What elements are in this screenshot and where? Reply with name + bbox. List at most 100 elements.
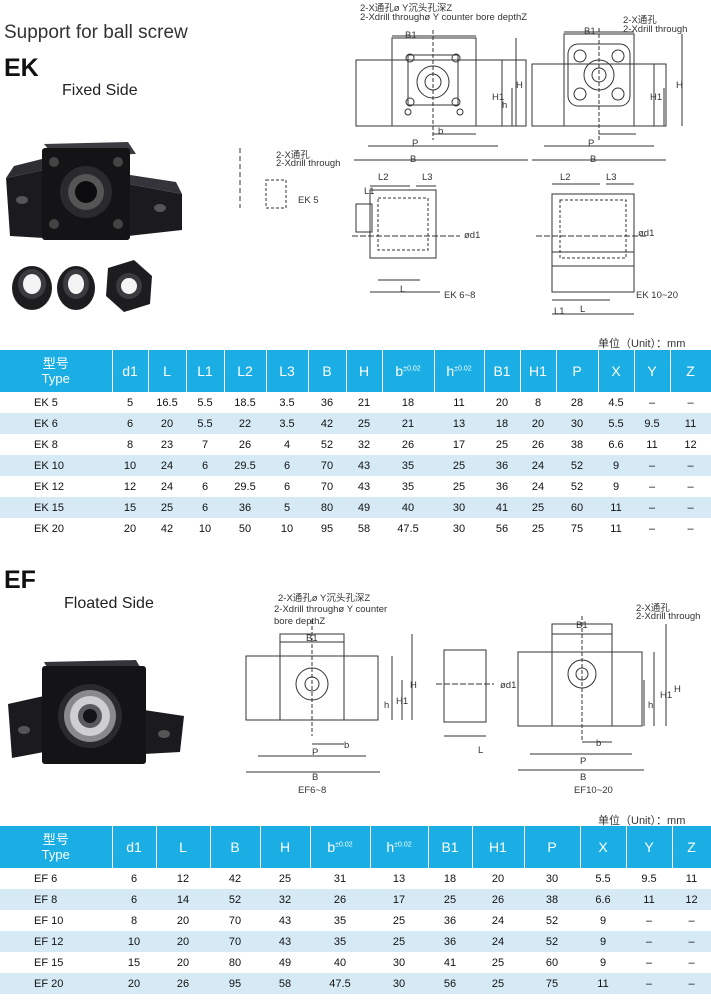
ef-col-l: L: [156, 826, 211, 868]
ef-table-cell: 15: [112, 952, 156, 973]
ef-table-cell: –: [626, 952, 672, 973]
ef-table-cell: 60: [524, 952, 580, 973]
ek-table-cell: –: [670, 518, 711, 539]
ek-table-cell: 3.5: [266, 413, 308, 434]
ek68-label: EK 6~8: [444, 290, 476, 301]
ek-table-cell: –: [634, 518, 670, 539]
ek-table-cell: 25: [434, 476, 484, 497]
ef-table-cell: 32: [260, 889, 310, 910]
ek-table-cell: 56: [484, 518, 520, 539]
ef-table-cell: 75: [524, 973, 580, 994]
ek-table-cell: 24: [520, 455, 556, 476]
ef-table-cell: 9: [580, 952, 626, 973]
ek-table-cell: 50: [224, 518, 266, 539]
ek-dim-l3-2: L3: [606, 172, 617, 183]
ek-table-cell: 42: [148, 518, 186, 539]
ef-table-cell: 26: [310, 889, 370, 910]
ef-col-b-tol: b±0.02: [310, 826, 371, 868]
ek-table-cell: –: [670, 476, 711, 497]
ek-table-cell: EK 10: [0, 455, 112, 476]
ef68-front-view: [245, 620, 413, 773]
ek-dim-b-2: B: [590, 154, 597, 165]
ef-table-cell: EF 8: [0, 889, 112, 910]
ef-dim-b1-2: B1: [576, 620, 588, 631]
ek-table-cell: 20: [520, 413, 556, 434]
ef-table-cell: EF 20: [0, 973, 112, 994]
ef-table-cell: 20: [156, 952, 210, 973]
ek5-hole-en-label: 2-Xdrill through: [276, 158, 341, 169]
ek-col-z: Z: [670, 350, 711, 392]
ek-technical-drawing: [239, 28, 683, 315]
ek-table-cell: 18: [484, 413, 520, 434]
ek-table-cell: EK 5: [0, 392, 112, 413]
ek-table-cell: 11: [634, 434, 670, 455]
ef-table-cell: 5.5: [580, 868, 626, 889]
ek-table-cell: 26: [224, 434, 266, 455]
ef-table-cell: 20: [112, 973, 156, 994]
ef-table-cell: 17: [370, 889, 428, 910]
ef-table-cell: 35: [310, 931, 370, 952]
ef-dim-b-2: B: [580, 772, 587, 783]
ef-table-cell: 52: [210, 889, 260, 910]
ek-table-cell: 11: [598, 497, 634, 518]
ef-table-cell: 13: [370, 868, 428, 889]
ek-table-cell: –: [634, 497, 670, 518]
ef-col-x: X: [580, 826, 627, 868]
ef-table-cell: 10: [112, 931, 156, 952]
ef-table-cell: 30: [524, 868, 580, 889]
ek-hole-cn-label-2: 2-X通孔: [623, 15, 657, 26]
ef-table-cell: 25: [370, 931, 428, 952]
ek5-hole-cn-label: 2-X通孔: [276, 150, 310, 161]
ek-hole-en-label-2: 2-Xdrill through: [623, 24, 688, 35]
ek-table-cell: 8: [112, 434, 148, 455]
ef-table-cell: 70: [210, 931, 260, 952]
ef-table-cell: 9.5: [626, 868, 672, 889]
ek-hole-cn-label: 2-X通孔ø Y沉头孔深Z: [360, 3, 453, 14]
ef-table-cell: 40: [310, 952, 370, 973]
ef-dim-b-small: b: [344, 740, 350, 751]
ek-table-cell: 21: [346, 392, 382, 413]
ek-table-cell: 47.5: [382, 518, 434, 539]
ef-table-cell: 6.6: [580, 889, 626, 910]
ek-table-cell: 12: [670, 434, 711, 455]
ef1020-front-view: [517, 616, 667, 771]
ef-dim-h: H: [410, 680, 417, 691]
ek-table-cell: 36: [484, 455, 520, 476]
ek-table-cell: 6: [266, 476, 308, 497]
ek-dim-p-2: P: [588, 138, 595, 149]
ef-dim-h-small-2: h: [648, 700, 654, 711]
ef-table-cell: 56: [428, 973, 472, 994]
ek-table-cell: 70: [308, 455, 346, 476]
ef-table-cell: 11: [672, 868, 711, 889]
ek-table-cell: 6: [186, 455, 224, 476]
ef-table-cell: 35: [310, 910, 370, 931]
ek-table-cell: 38: [556, 434, 598, 455]
ek-table-cell: 29.5: [224, 455, 266, 476]
ek-table-cell: 6: [266, 455, 308, 476]
ef-table-cell: 95: [210, 973, 260, 994]
ef-table-cell: –: [672, 910, 711, 931]
ek-table-cell: 52: [556, 455, 598, 476]
ef-table-cell: –: [672, 952, 711, 973]
ek-table-cell: 25: [484, 434, 520, 455]
ek-table-cell: 9.5: [634, 413, 670, 434]
ef-table-cell: 18: [428, 868, 472, 889]
ek-front-view-large: [531, 28, 683, 161]
ek-table-cell: EK 15: [0, 497, 112, 518]
ek-table-cell: 20: [112, 518, 148, 539]
ef-col-b1: B1: [428, 826, 473, 868]
ek-table-cell: 30: [434, 497, 484, 518]
ek-table-cell: 3.5: [266, 392, 308, 413]
ek-table-cell: 5.5: [186, 413, 224, 434]
ek-table-cell: 10: [186, 518, 224, 539]
ef-dim-h1: H1: [396, 696, 409, 707]
ek-table-cell: 40: [382, 497, 434, 518]
ek-table-cell: 25: [346, 413, 382, 434]
